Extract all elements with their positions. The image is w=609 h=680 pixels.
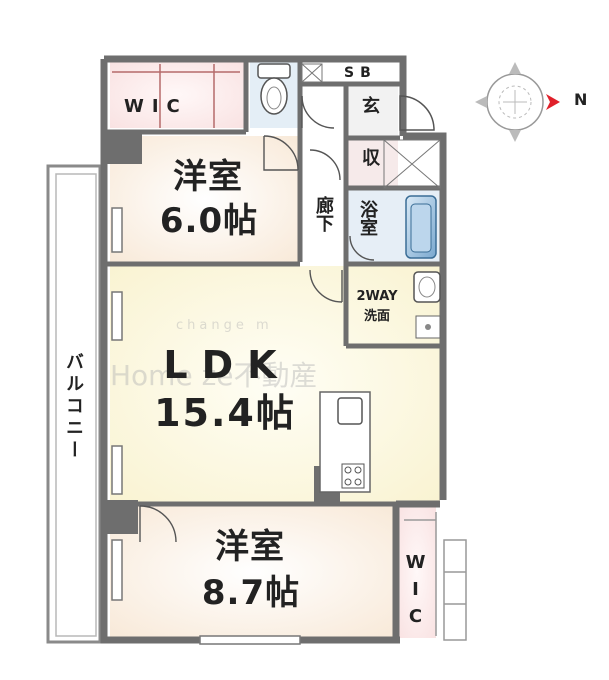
- interior-walls: [104, 62, 443, 507]
- shu-floor: [348, 140, 398, 186]
- bedroom2-name: 洋室: [215, 527, 285, 567]
- compass-icon: [475, 62, 560, 142]
- sb-floor: [300, 62, 400, 84]
- balcony-label: バルコニー: [63, 352, 84, 462]
- sb-crosses: [301, 63, 441, 189]
- watermark-line1: change m: [176, 318, 273, 333]
- compass-north-label: N: [574, 90, 588, 109]
- wic-bottom-label: WIC: [405, 552, 426, 633]
- interior-doors: [139, 95, 375, 543]
- wash-line2: 洗面: [363, 309, 390, 324]
- genkan-label: 玄: [362, 96, 380, 117]
- toilet-fixture: [257, 63, 291, 115]
- sb-label: SB: [344, 65, 377, 81]
- wic-bottom-floor: [398, 506, 436, 638]
- bedroom1-name: 洋室: [173, 157, 243, 197]
- bedroom1-size: 6.0帖: [159, 201, 259, 241]
- shu-label: 収: [362, 148, 380, 169]
- hall-floor: [300, 136, 348, 262]
- windows: [111, 207, 301, 645]
- genkan-floor: [348, 84, 398, 136]
- entrance-door: [399, 95, 435, 131]
- wic-top-partition: [112, 64, 240, 128]
- wic-top-floor: [110, 62, 244, 128]
- ldk-name: LDK: [163, 343, 291, 387]
- kitchen-counter: [319, 391, 371, 493]
- washbasin: [413, 271, 441, 339]
- bedroom2-size: 8.7帖: [201, 573, 301, 613]
- balcony-inner: [55, 173, 97, 637]
- bedroom2-floor: [110, 506, 396, 638]
- watermark-line2: Home ze不動産: [110, 359, 318, 392]
- bathtub: [405, 195, 437, 259]
- ldk-size: 15.4帖: [154, 391, 296, 435]
- walls: [100, 55, 447, 644]
- ldk-floor: [110, 266, 440, 502]
- wash-line1: 2WAY: [356, 289, 398, 304]
- bath-label: 浴室: [357, 200, 378, 236]
- wic-top-label: WIC: [124, 96, 188, 117]
- hall-label: 廊下: [313, 196, 334, 232]
- wic-bottom-shelves: [404, 512, 467, 641]
